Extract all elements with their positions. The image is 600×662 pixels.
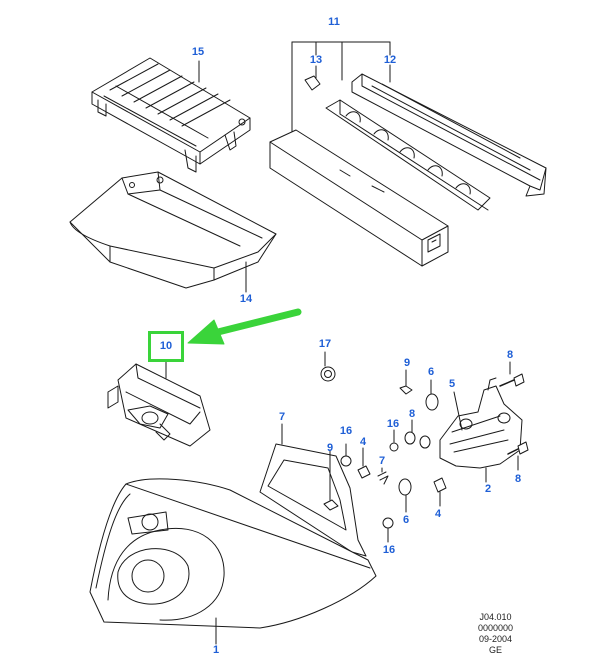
callout-8-upper[interactable]: 8 [506, 349, 514, 361]
fastener-part-16-c [382, 517, 394, 543]
bulb-part-6-b [398, 478, 412, 513]
callout-10[interactable]: 10 [159, 340, 173, 352]
callout-6-upper[interactable]: 6 [427, 366, 435, 378]
callout-16-left[interactable]: 16 [339, 425, 353, 437]
callout-9-lower[interactable]: 9 [326, 442, 334, 454]
bulb-small-a [404, 419, 416, 445]
reference-block: J04.010 0000000 09-2004 GE [478, 612, 513, 656]
callout-11[interactable]: 11 [328, 16, 340, 28]
carrier-part-2 [439, 377, 523, 483]
callout-9-upper[interactable]: 9 [403, 357, 411, 369]
group-bracket-part-11 [291, 41, 391, 133]
ref-code: J04.010 [479, 612, 512, 622]
callout-4-lower[interactable]: 4 [434, 508, 442, 520]
screw-part-8-b [507, 441, 529, 471]
bulb-part-6-a [425, 379, 439, 411]
screw-part-8-a [499, 361, 525, 387]
light-box [269, 129, 449, 267]
callout-7-pin[interactable]: 7 [378, 455, 386, 467]
callout-8-mid[interactable]: 8 [408, 408, 416, 420]
bulb-small-b [419, 435, 431, 449]
callout-17[interactable]: 17 [318, 338, 332, 350]
callout-6-lower[interactable]: 6 [402, 514, 410, 526]
ref-region: GE [489, 645, 503, 655]
highlight-box [148, 331, 184, 362]
callout-7[interactable]: 7 [278, 411, 286, 423]
callout-12[interactable]: 12 [383, 54, 397, 66]
fastener-part-16-b [389, 429, 399, 452]
callout-5[interactable]: 5 [448, 378, 456, 390]
screw-part-9-a [323, 449, 339, 511]
callout-13[interactable]: 13 [309, 54, 323, 66]
callout-14[interactable]: 14 [239, 293, 253, 305]
bulb-strip [325, 99, 491, 211]
highlight-arrow [187, 308, 302, 345]
ref-date: 09-2004 [479, 634, 513, 644]
callout-2[interactable]: 2 [484, 483, 492, 495]
pin-near-center [377, 467, 389, 485]
callout-15[interactable]: 15 [191, 46, 205, 58]
callout-4-upper[interactable]: 4 [359, 436, 367, 448]
callout-1[interactable]: 1 [212, 644, 220, 656]
rail-part-12 [351, 64, 547, 197]
clip-part-13 [304, 65, 321, 91]
bulb-part-4-a [357, 447, 371, 479]
callout-16-lower[interactable]: 16 [382, 544, 396, 556]
fastener-part-16-a [340, 443, 352, 467]
bracket-part-15 [91, 57, 251, 173]
housing-part-14 [69, 171, 277, 293]
bulb-part-4-b [433, 477, 447, 507]
grommet-part-17 [320, 351, 336, 382]
gasket-part-7 [259, 423, 367, 557]
lens-part-1 [89, 478, 377, 645]
holder-part-10 [107, 361, 211, 447]
ref-number: 0000000 [478, 623, 514, 633]
callout-8-right[interactable]: 8 [514, 473, 522, 485]
leader-part-5 [453, 391, 463, 431]
callout-16-upper[interactable]: 16 [386, 418, 400, 430]
screw-part-9-b [399, 369, 413, 395]
